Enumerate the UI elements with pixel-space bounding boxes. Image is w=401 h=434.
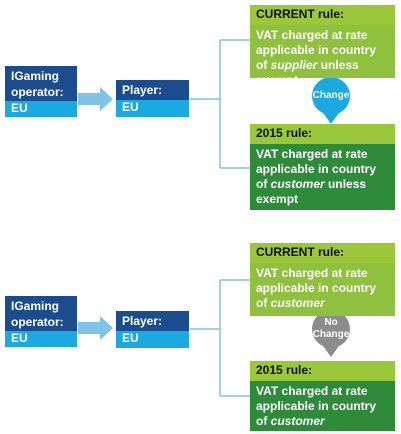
new-rule-header: 2015 rule: xyxy=(250,124,395,144)
current-rule-header: CURRENT rule: xyxy=(250,243,395,263)
operator-label: IGaming operator: xyxy=(5,66,77,101)
no-change-badge-icon xyxy=(312,310,350,357)
new-rule-text: VAT charged at rate applicable in countr… xyxy=(250,381,395,431)
new-rule-header: 2015 rule: xyxy=(250,361,395,381)
new-rule-text: VAT charged at rate applicable in countr… xyxy=(250,144,395,210)
arrow-icon xyxy=(78,316,113,340)
diagram-1-connectors xyxy=(78,39,250,169)
player-label: Player: xyxy=(116,311,189,331)
bracket-line xyxy=(190,279,250,397)
player-label: Player: xyxy=(116,80,189,100)
operator-value: EU xyxy=(5,331,77,347)
player-value: EU xyxy=(116,100,189,117)
arrow-icon xyxy=(78,87,113,111)
no-change-badge-label: No Change xyxy=(312,317,350,340)
new-rule-text-start: VAT charged at rate applicable in countr… xyxy=(256,147,377,191)
new-rule-text-end: unless exempt xyxy=(256,177,367,206)
player-value: EU xyxy=(116,331,189,348)
current-rule-text: VAT charged at rate applicable in countr… xyxy=(250,263,395,316)
current-rule-text-emphasis: customer xyxy=(270,296,325,310)
operator-value: EU xyxy=(5,101,77,117)
diagram-2-connectors xyxy=(78,279,250,397)
change-badge-icon xyxy=(312,77,350,124)
current-rule-text-emphasis: supplier xyxy=(270,58,318,72)
current-rule-header: CURRENT rule: xyxy=(250,5,395,25)
new-rule-text-emphasis: customer xyxy=(270,177,325,191)
current-rule-text-end: unless exempt xyxy=(256,58,359,87)
operator-label: IGaming operator: xyxy=(5,296,77,331)
change-badge-label: Change xyxy=(312,90,350,101)
current-rule-text-start: VAT charged at rate applicable in countr… xyxy=(256,266,377,310)
new-rule-text-start: VAT charged at rate applicable in countr… xyxy=(256,384,377,428)
current-rule-text-start: VAT charged at rate applicable in countr… xyxy=(256,28,377,72)
new-rule-text-emphasis: customer xyxy=(270,414,325,428)
bracket-line xyxy=(190,39,250,169)
current-rule-text: VAT charged at rate applicable in countr… xyxy=(250,25,395,87)
